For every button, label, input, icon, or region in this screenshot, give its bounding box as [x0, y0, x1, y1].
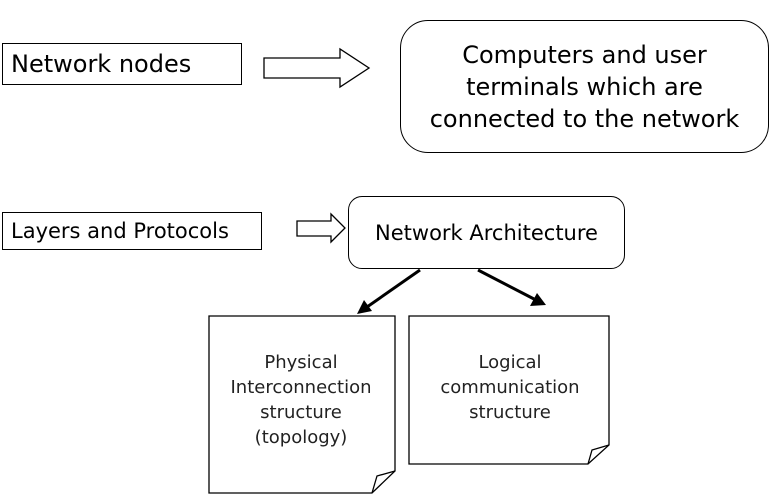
physical-line-4: (topology) — [254, 427, 348, 448]
note-physical — [208, 315, 396, 494]
network-architecture-label: Network Architecture — [375, 220, 598, 245]
computers-terminals-box: Computers and user terminals which are c… — [400, 20, 769, 153]
layers-protocols-box: Layers and Protocols — [2, 212, 262, 250]
physical-structure-text: Physical Interconnection structure (topo… — [210, 350, 392, 450]
arrowhead-physical — [357, 300, 372, 314]
computers-line-3: connected to the network — [429, 104, 740, 133]
computers-line-2: terminals which are — [466, 72, 703, 101]
logical-line-1: Logical — [478, 352, 542, 373]
computers-line-1: Computers and user — [462, 40, 707, 69]
note-logical-fold — [587, 444, 610, 465]
network-nodes-box: Network nodes — [2, 43, 242, 85]
note-physical-fold — [371, 470, 396, 494]
network-architecture-box: Network Architecture — [348, 196, 625, 269]
physical-line-1: Physical — [264, 352, 338, 373]
physical-line-3: structure — [260, 402, 342, 423]
block-arrow-layers — [296, 212, 346, 244]
block-arrow-nodes — [263, 47, 371, 89]
logical-line-2: communication — [440, 377, 580, 398]
layers-protocols-label: Layers and Protocols — [11, 219, 229, 243]
arrow-to-logical — [477, 268, 535, 301]
logical-line-3: structure — [469, 402, 551, 423]
note-logical — [408, 315, 610, 465]
arrow-to-physical — [366, 268, 421, 309]
logical-structure-text: Logical communication structure — [410, 350, 610, 425]
network-nodes-label: Network nodes — [11, 50, 192, 78]
arrowhead-logical — [530, 293, 546, 306]
physical-line-2: Interconnection — [230, 377, 372, 398]
